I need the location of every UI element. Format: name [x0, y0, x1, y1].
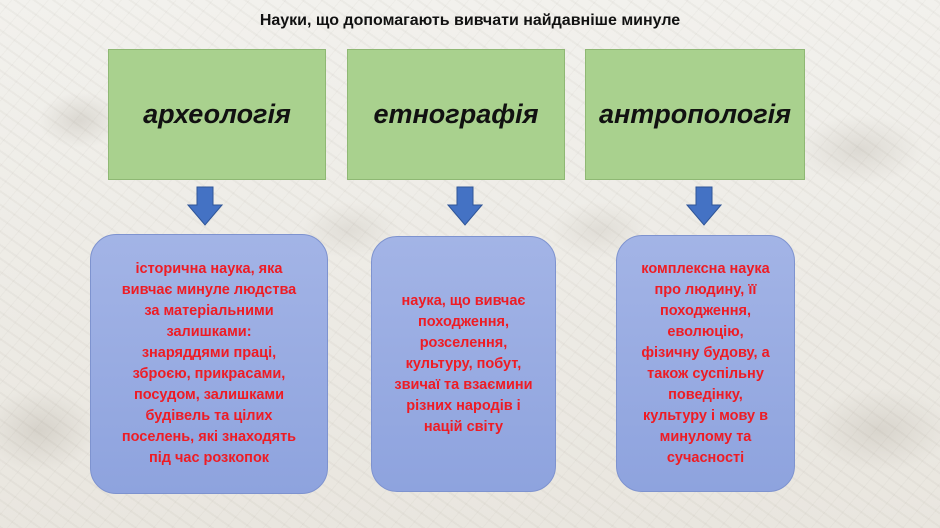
science-name: антропологія [598, 99, 792, 129]
down-arrow-icon [447, 186, 483, 226]
description-text: історична наука, яка вивчає минуле людст… [121, 261, 297, 466]
description-text: комплексна наука про людину, її походжен… [641, 260, 770, 466]
description-text: наука, що вивчає походження, розселення,… [394, 292, 533, 435]
description-box-anthropology: комплексна наука про людину, її походжен… [616, 235, 795, 492]
science-name: археологія [143, 99, 291, 129]
description-box-ethnography: наука, що вивчає походження, розселення,… [371, 236, 556, 492]
science-box-ethnography: етнографія [347, 49, 565, 180]
science-box-archaeology: археологія [108, 49, 326, 180]
description-box-archaeology: історична наука, яка вивчає минуле людст… [90, 234, 328, 494]
science-name: етнографія [373, 99, 539, 129]
page-title: Науки, що допомагають вивчати найдавніше… [259, 12, 681, 29]
down-arrow-icon [686, 186, 722, 226]
science-box-anthropology: антропологія [585, 49, 805, 180]
down-arrow-icon [187, 186, 223, 226]
